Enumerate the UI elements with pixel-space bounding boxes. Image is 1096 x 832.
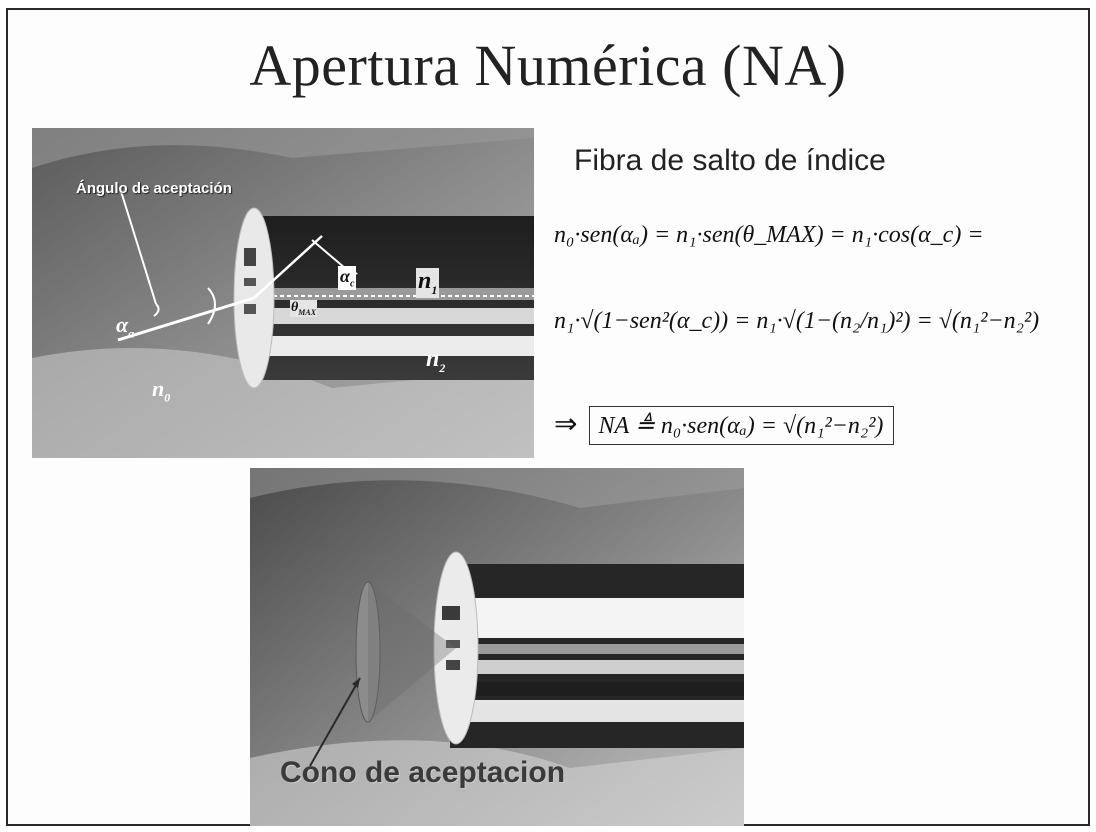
alpha-c-symbol: αc: [338, 266, 357, 290]
n1-symbol: n1: [416, 268, 440, 298]
equation-line-1: n₀·sen(αₐ) = n₁·sen(θ_MAX) = n₁·cos(α_c)…: [554, 222, 984, 248]
alpha-a-symbol: αa: [116, 312, 135, 341]
acceptance-angle-label: Ángulo de aceptación: [76, 180, 232, 197]
fiber-photo-illustration: [32, 128, 534, 458]
cone-photo-illustration: [250, 468, 744, 826]
fiber-acceptance-angle-photo: Ángulo de aceptación αa n0 αc n1 θMAX n2: [32, 128, 534, 458]
equation-line-3: ⇒ NA ≜ n₀·sen(αₐ) = √(n₁²−n₂²): [554, 406, 895, 445]
equation-line-2: n₁·√(1−sen²(α_c)) = n₁·√(1−(n₂/n₁)²) = √…: [554, 308, 1040, 334]
n0-symbol: n0: [152, 376, 171, 405]
slide: Apertura Numérica (NA): [6, 8, 1090, 826]
theta-max-symbol: θMAX: [290, 300, 318, 317]
implies-arrow: ⇒: [554, 409, 578, 440]
na-definition-box: NA ≜ n₀·sen(αₐ) = √(n₁²−n₂²): [589, 406, 895, 445]
slide-subtitle: Fibra de salto de índice: [574, 144, 886, 177]
acceptance-cone-photo: Cono de aceptacion: [250, 468, 744, 826]
slide-title: Apertura Numérica (NA): [249, 33, 847, 98]
n2-symbol: n2: [426, 346, 446, 375]
acceptance-cone-label: Cono de aceptacion: [280, 756, 566, 789]
